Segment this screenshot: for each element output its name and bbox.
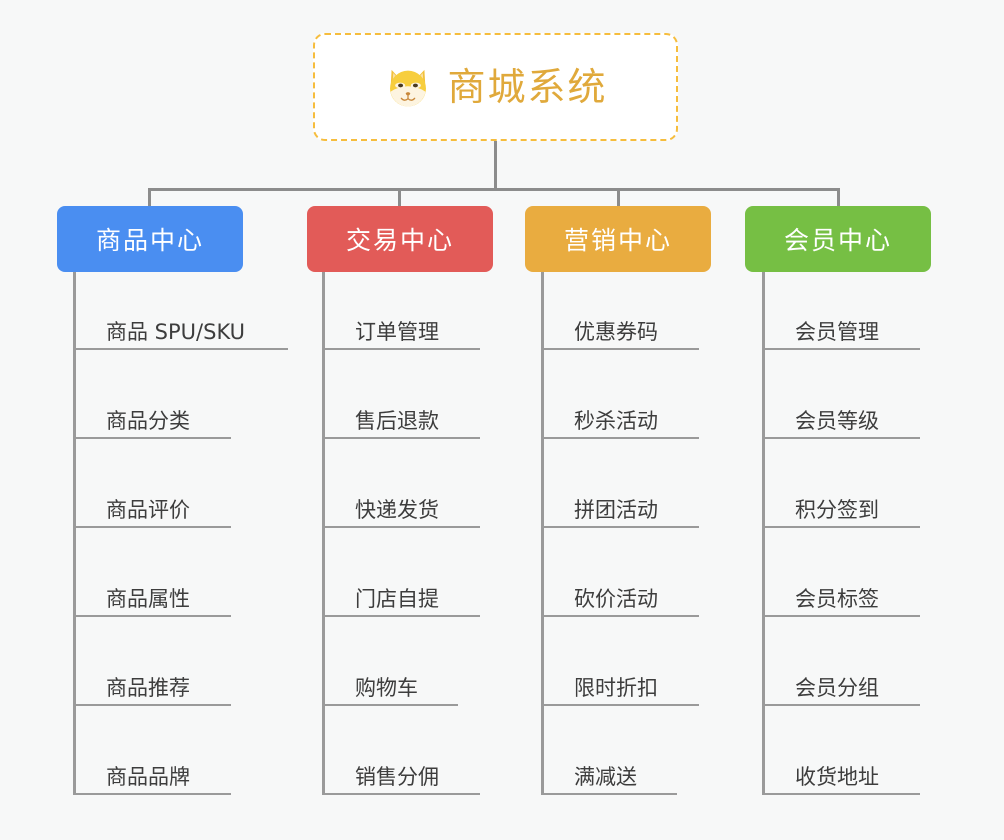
connector-root-trunk (494, 141, 497, 191)
leaf-underline (544, 793, 677, 795)
leaf-underline (765, 526, 920, 528)
leaf-label: 会员管理 (795, 320, 879, 344)
leaf-underline (765, 348, 920, 350)
category-box-2[interactable]: 交易中心 (307, 206, 493, 272)
leaf-underline (765, 793, 920, 795)
connector-drop-3 (617, 188, 620, 210)
column-spine (541, 272, 544, 795)
root-node-mall-system[interactable]: 商城系统 (313, 33, 678, 141)
leaf-underline (544, 704, 699, 706)
leaf-underline (76, 704, 231, 706)
leaf-label: 商品 SPU/SKU (106, 320, 246, 344)
leaf-underline (325, 437, 480, 439)
leaf-label: 会员标签 (795, 587, 879, 611)
leaf-label: 快递发货 (355, 498, 439, 522)
leaf-underline (544, 615, 699, 617)
leaf-underline (765, 704, 920, 706)
category-box-4[interactable]: 会员中心 (745, 206, 931, 272)
column-spine (73, 272, 76, 795)
leaf-label: 商品分类 (106, 409, 190, 433)
leaf-underline (76, 348, 288, 350)
leaf-underline (765, 615, 920, 617)
leaf-label: 满减送 (574, 765, 637, 789)
leaf-underline (325, 348, 480, 350)
connector-drop-4 (837, 188, 840, 210)
leaf-underline (325, 793, 480, 795)
leaf-label: 商品推荐 (106, 676, 190, 700)
leaf-label: 商品属性 (106, 587, 190, 611)
connector-drop-1 (148, 188, 151, 210)
category-box-3[interactable]: 营销中心 (525, 206, 711, 272)
leaf-underline (544, 437, 699, 439)
leaf-label: 限时折扣 (574, 676, 658, 700)
shiba-dog-icon (383, 62, 433, 112)
leaf-underline (325, 526, 480, 528)
category-label: 会员中心 (783, 226, 892, 255)
connector-horizontal-bus (148, 188, 840, 191)
connector-drop-2 (398, 188, 401, 210)
column-spine (322, 272, 325, 795)
leaf-label: 商品品牌 (106, 765, 190, 789)
leaf-underline (325, 704, 458, 706)
leaf-label: 商品评价 (106, 498, 190, 522)
leaf-underline (544, 348, 699, 350)
leaf-underline (325, 615, 480, 617)
leaf-underline (76, 437, 231, 439)
leaf-label: 收货地址 (795, 765, 879, 789)
leaf-label: 砍价活动 (574, 587, 658, 611)
category-label: 商品中心 (95, 226, 204, 255)
leaf-underline (76, 526, 231, 528)
leaf-label: 积分签到 (795, 498, 879, 522)
leaf-label: 拼团活动 (574, 498, 658, 522)
leaf-underline (76, 615, 231, 617)
leaf-label: 门店自提 (355, 587, 439, 611)
leaf-label: 会员等级 (795, 409, 879, 433)
leaf-label: 优惠券码 (574, 320, 658, 344)
leaf-label: 会员分组 (795, 676, 879, 700)
category-label: 营销中心 (563, 226, 672, 255)
leaf-underline (544, 526, 699, 528)
leaf-label: 售后退款 (355, 409, 439, 433)
leaf-label: 销售分佣 (355, 765, 439, 789)
category-box-1[interactable]: 商品中心 (57, 206, 243, 272)
leaf-label: 购物车 (355, 676, 418, 700)
category-label: 交易中心 (345, 226, 454, 255)
leaf-underline (76, 793, 231, 795)
leaf-label: 订单管理 (355, 320, 439, 344)
leaf-label: 秒杀活动 (574, 409, 658, 433)
root-title: 商城系统 (447, 65, 608, 109)
column-spine (762, 272, 765, 795)
leaf-underline (765, 437, 920, 439)
